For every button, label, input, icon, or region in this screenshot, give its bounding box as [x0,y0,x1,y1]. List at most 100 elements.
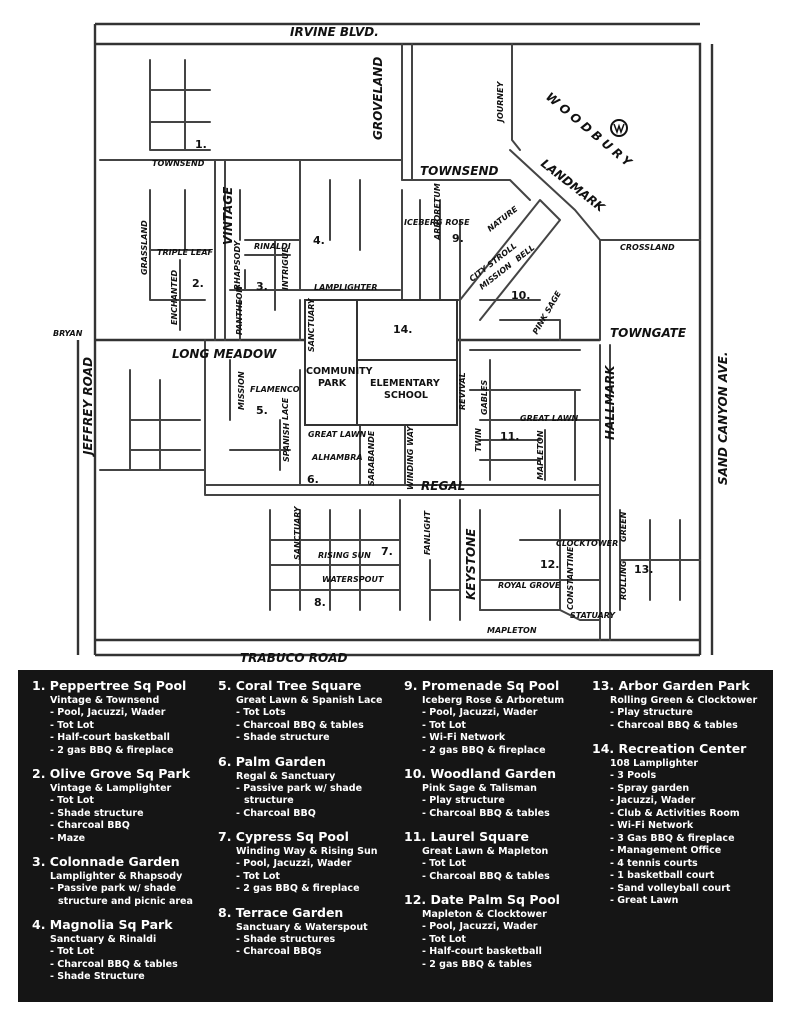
park-feature: - Tot Lot [422,933,466,945]
marker-8: 8. [314,596,326,609]
label-spanish: SPANISH [282,422,291,462]
label-bryan: BRYAN [53,329,83,338]
label-townsend-e: TOWNSEND [420,164,499,178]
park-feature: - Pool, Jacuzzi, Wader [50,707,166,718]
label-royal-grove: ROYAL GROVE [498,581,561,590]
label-grassland: GRASSLAND [140,220,149,275]
park-feature: - Pool, Jacuzzi, Wader [236,858,352,869]
label-mapleton-s: MAPLETON [487,626,537,635]
park-feature: - Tot Lot [50,946,94,957]
marker-5: 5. [256,404,268,417]
park-feature: - Pool, Jacuzzi, Wader [422,707,538,718]
park-feature: - Charcoal BBQ & tables [610,719,738,731]
park-name: 14. Recreation Center [592,741,747,756]
label-keystone: KEYSTONE [464,528,478,600]
label-pantheon: PANTHEON [235,286,244,335]
park-location: Iceberg Rose & Arboretum [422,695,565,706]
park-feature: - Charcoal BBQ & tables [422,807,550,819]
park-feature: - 1 basketball court [610,870,715,881]
park-name: 13. Arbor Garden Park [592,678,750,693]
label-pink-sage: PINK SAGE [531,289,563,336]
park-name: 4. Magnolia Sq Park [32,917,173,932]
park-name: 7. Cypress Sq Pool [218,829,349,844]
park-feature: - Shade Structure [50,971,145,982]
label-waterspout: WATERSPOUT [322,575,384,584]
marker-7: 7. [381,545,393,558]
park-feature: - Charcoal BBQ & tables [422,870,550,882]
park-location: Pink Sage & Talisman [422,783,537,794]
label-rhapsody: RHAPSODY [233,240,242,290]
park-location: Great Lawn & Spanish Lace [236,695,383,706]
label-rising-sun: RISING SUN [318,551,371,560]
park-feature: - Charcoal BBQ & tables [50,958,178,970]
label-school-1: ELEMENTARY [370,378,440,389]
park-feature: - 2 gas BBQ & tables [422,958,532,970]
park-location: Sanctuary & Rinaldi [50,934,157,945]
label-sand-canyon: SAND CANYON AVE. [716,352,730,485]
park-name: 3. Colonnade Garden [32,854,180,869]
park-feature: structure and picnic area [58,895,193,907]
park-location: Rolling Green & Clocktower [610,695,758,706]
marker-11: 11. [500,430,520,443]
label-sanctuary-n: SANCTUARY [307,297,316,352]
marker-6: 6. [307,473,319,486]
park-location: Great Lawn & Mapleton [422,846,549,857]
park-location: Vintage & Townsend [50,695,160,706]
marker-10: 10. [511,289,531,302]
park-feature: - Tot Lot [50,719,94,731]
park-feature: - Shade structure [50,807,144,819]
label-irvine: IRVINE BLVD. [290,25,379,39]
label-crossland: CROSSLAND [620,243,675,252]
label-vintage: VINTAGE [221,186,235,245]
local-streets [99,59,701,621]
label-towngate: TOWNGATE [610,326,687,340]
park-location: Winding Way & Rising Sun [236,846,378,857]
marker-2: 2. [192,277,204,290]
label-gables: GABLES [480,380,489,415]
label-fanlight: FANLIGHT [423,510,432,555]
park-location: 108 Lamplighter [610,758,699,769]
label-iceberg: ICEBERG ROSE [404,218,470,227]
label-journey: JOURNEY [496,80,505,124]
park-feature: - Wi-Fi Network [422,732,506,743]
label-constantine: CONSTANTINE [566,546,575,610]
park-feature: - Tot Lot [422,858,466,869]
label-nature: NATURE [486,204,520,233]
label-winding-way: WINDING WAY [406,425,415,490]
park-feature: - Tot Lot [422,719,466,731]
park-feature: - Maze [50,832,86,844]
park-feature: - Charcoal BBQs [236,946,322,957]
park-location: Lamplighter & Rhapsody [50,871,183,882]
marker-1: 1. [195,138,207,151]
park-feature: - Pool, Jacuzzi, Wader [422,921,538,932]
label-green: GREEN [619,511,628,542]
park-feature: - Tot Lot [236,870,280,882]
label-flamenco: FLAMENCO [250,385,300,394]
park-location: Regal & Sanctuary [236,770,336,782]
label-rinaldi: RINALDI [254,242,291,251]
campus-blocks [304,119,628,426]
label-sanctuary-s: SANCTUARY [293,505,302,560]
label-great-lawn-e: GREAT LAWN [520,414,579,423]
park-feature: - 3 Pools [610,770,657,781]
park-feature: - Charcoal BBQ [50,820,130,831]
park-location: Vintage & Lamplighter [50,783,172,794]
park-feature: - Wi-Fi Network [610,820,694,831]
park-feature: - Sand volleyball court [610,882,731,894]
label-townsend-w: TOWNSEND [152,159,205,168]
label-jeffrey: JEFFREY ROAD [81,357,95,457]
park-name: 6. Palm Garden [218,753,326,769]
park-feature: - 2 gas BBQ & fireplace [50,744,174,756]
park-feature: - Jacuzzi, Wader [610,795,696,806]
park-feature: - 2 gas BBQ & fireplace [236,883,360,894]
label-groveland: GROVELAND [371,57,385,140]
